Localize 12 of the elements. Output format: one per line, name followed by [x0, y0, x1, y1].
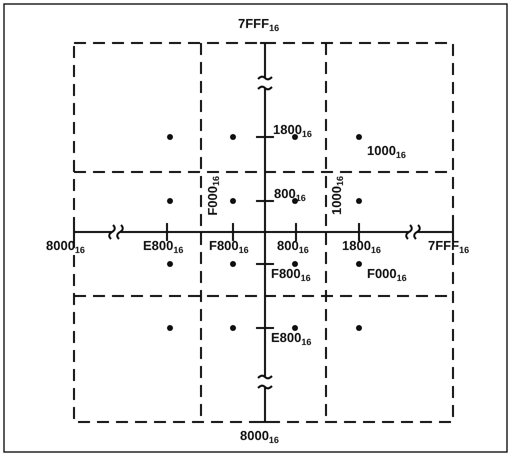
tick-label: F800$_{16}$ [209, 238, 249, 253]
region-label: 1000$_{16}$ [367, 143, 406, 158]
region-label: F000$_{16}$ [367, 266, 407, 281]
axis-end-label: 8000$_{16}$ [240, 428, 279, 443]
axis-end-label: 7FFF$_{16}$ [238, 16, 280, 31]
tick-label: 1800$_{16}$ [342, 238, 381, 253]
tick-label: 1800$_{16}$ [273, 122, 312, 137]
tick-label: 800$_{16}$ [274, 186, 306, 201]
tick-label: F800$_{16}$ [271, 266, 311, 281]
tick-label: E800$_{16}$ [143, 238, 184, 253]
tick-label: 800$_{16}$ [277, 238, 309, 253]
tick-label: E800$_{16}$ [271, 330, 312, 345]
